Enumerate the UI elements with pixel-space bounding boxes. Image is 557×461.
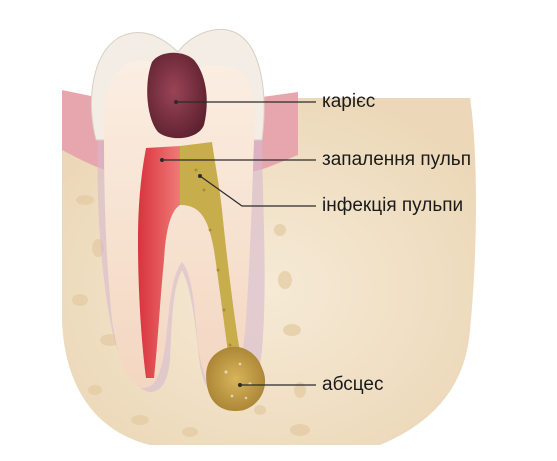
callout-lines (162, 101, 316, 386)
caries-lesion (147, 52, 207, 139)
abscess-speckles (224, 362, 252, 400)
infection-speckles (194, 168, 232, 347)
label-abscess: абсцес (322, 374, 384, 395)
infected-pulp (180, 142, 243, 380)
label-pulp-inflammation: запалення пульп (322, 149, 471, 170)
callout-dots (160, 100, 242, 387)
callout-line-pulp-infection (199, 175, 316, 207)
label-caries: карієс (322, 91, 376, 112)
inflamed-pulp (138, 146, 180, 378)
label-pulp-infection: інфекція пульпи (322, 195, 464, 216)
abscess-lesion (206, 346, 266, 412)
bone-texture (72, 195, 310, 437)
